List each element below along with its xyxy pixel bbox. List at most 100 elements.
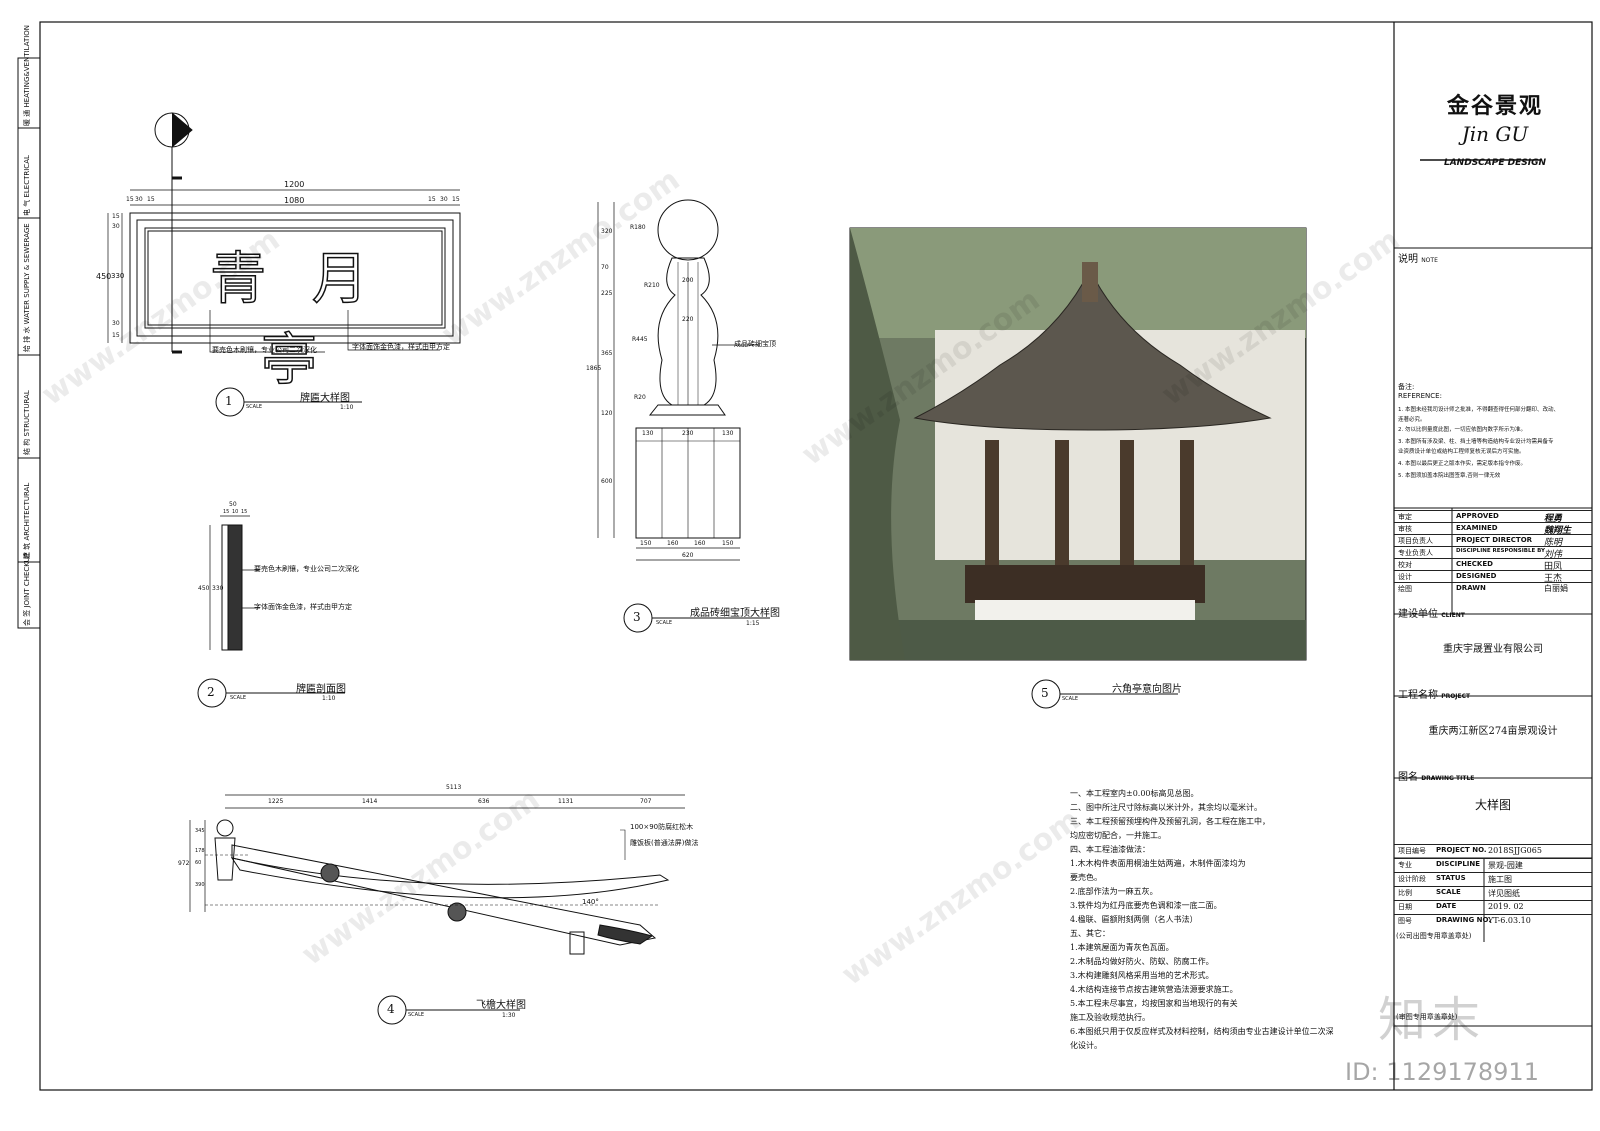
drawing-title-value: 大样图 bbox=[1474, 798, 1511, 812]
d3-dim: 320 bbox=[601, 228, 613, 235]
stamp-note: (公司出图专用章盖章处) bbox=[1396, 932, 1472, 940]
general-note: 四、本工程油漆做法： bbox=[1070, 845, 1150, 854]
reference-line: 连著必究。 bbox=[1398, 417, 1426, 423]
d3-note: 成品砖细宝顶 bbox=[734, 340, 776, 348]
d2-title: 牌匾剖面图 bbox=[296, 684, 346, 695]
d1-dim-height: 450 bbox=[96, 272, 112, 281]
d4-note: 100×90防腐红松木 bbox=[630, 823, 694, 831]
d3-title: 成品砖细宝顶大样图 bbox=[690, 608, 780, 619]
d3-num: 3 bbox=[633, 610, 641, 624]
d1-dim: 15 bbox=[112, 332, 120, 339]
d4-title: 飞檐大样图 bbox=[476, 1000, 526, 1011]
reference-line: 2. 勿以比例量度此图，一切应依图内数字所示为准。 bbox=[1398, 427, 1526, 433]
d2-scale-label: SCALE bbox=[230, 695, 247, 701]
watermark-brand: 知末 bbox=[1378, 992, 1487, 1048]
d2-num: 2 bbox=[207, 685, 215, 699]
d3-dim: 365 bbox=[601, 350, 613, 357]
d1-dim: 15 bbox=[452, 196, 460, 203]
general-note: 3.铁件均为红丹底要売色调和漆一底二面。 bbox=[1070, 901, 1222, 910]
general-note: 施工及验收规范执行。 bbox=[1070, 1013, 1150, 1022]
d1-dim-total: 1200 bbox=[284, 180, 305, 189]
d1-scale: 1:10 bbox=[340, 404, 354, 411]
project-label: 工程名称 PROJECT bbox=[1398, 690, 1471, 701]
d4-note: 雕饭板(普通法屏)做法 bbox=[630, 839, 699, 847]
d1-dim: 15 bbox=[147, 196, 155, 203]
note-label: 说明 NOTE bbox=[1398, 254, 1438, 265]
d2-dim: 15 bbox=[241, 509, 248, 515]
d4-dim-total: 5113 bbox=[446, 784, 462, 791]
d3-width: 150 bbox=[640, 540, 652, 547]
general-note: 2.底部作法为一麻五灰。 bbox=[1070, 887, 1158, 896]
d3-scale-label: SCALE bbox=[656, 620, 673, 626]
general-note: 二、图中所注尺寸除标高以米计外，其余均以毫米计。 bbox=[1070, 803, 1262, 812]
general-note: 均应密切配合，一并施工。 bbox=[1070, 831, 1166, 840]
d4-dim: 178 bbox=[195, 848, 205, 854]
reference-line: 3. 本图所有涉及梁、柱、挡土墙等构造结构专业设计均需具备专 bbox=[1398, 439, 1554, 445]
strip-label: 电 气 ELECTRICAL bbox=[23, 155, 31, 216]
d4-dim: 390 bbox=[195, 882, 205, 888]
d1-dim: 330 bbox=[111, 272, 125, 280]
d3-dim-total: 1865 bbox=[586, 365, 602, 372]
general-note: 1.木木构件表面用桐油生姑两遍，木制件面漆均为 bbox=[1070, 859, 1246, 868]
drawing-title-label: 图名 DRAWING TITLE bbox=[1398, 772, 1475, 783]
d4-scale-label: SCALE bbox=[408, 1012, 425, 1018]
d2-dim: 15 bbox=[223, 509, 230, 515]
d4-angle: 140° bbox=[582, 898, 599, 906]
d3-width: 200 bbox=[682, 277, 694, 284]
d3-width: 130 bbox=[642, 430, 654, 437]
d3-width-total: 620 bbox=[682, 552, 694, 559]
d3-radius: R210 bbox=[644, 282, 660, 289]
d1-dim: 30 bbox=[135, 196, 143, 203]
d1-dim: 30 bbox=[112, 223, 120, 230]
d2-dim: 330 bbox=[212, 585, 224, 592]
d2-dim: 10 bbox=[232, 509, 239, 515]
d1-dim-inner: 1080 bbox=[284, 196, 305, 205]
d4-dim: 707 bbox=[640, 798, 652, 805]
d1-title: 牌匾大样图 bbox=[300, 393, 350, 404]
stamp-bottom: (审图专用章盖章处) bbox=[1396, 1013, 1458, 1021]
d3-radius: R180 bbox=[630, 224, 646, 231]
d3-scale: 1:15 bbox=[746, 620, 760, 627]
d3-width: 160 bbox=[694, 540, 706, 547]
general-note: 6.本图纸只用于仅反应样式及材料控制，结构须由专业古建设计单位二次深 bbox=[1070, 1027, 1334, 1036]
d3-dim: 70 bbox=[601, 264, 609, 271]
project-value: 重庆两江新区274亩景观设计 bbox=[1428, 726, 1558, 737]
d2-dim: 450 bbox=[198, 585, 210, 592]
reference-line: 5. 本图须加盖本院出图签章,否则一律无效 bbox=[1398, 473, 1501, 479]
strip-label: 暖 通 HEATING&VENTILATION bbox=[23, 24, 31, 126]
d1-dim: 15 bbox=[126, 196, 134, 203]
reference-line: 1. 本图未经我司设计师之批准，不得翻查得任何部分翻印、改动、 bbox=[1398, 407, 1559, 413]
d4-dim: 636 bbox=[478, 798, 490, 805]
d3-radius: R20 bbox=[634, 394, 646, 401]
d5-title: 六角亭意向图片 bbox=[1112, 684, 1182, 695]
company-subtitle: LANDSCAPE DESIGN bbox=[1443, 158, 1546, 168]
d3-dim: 600 bbox=[601, 478, 613, 485]
reference-en: REFERENCE: bbox=[1398, 392, 1442, 400]
strip-label: 建 筑 ARCHITECTURAL bbox=[23, 482, 31, 559]
d1-dim: 30 bbox=[112, 320, 120, 327]
strip-label: 会 签 JOINT CHECKUP bbox=[23, 552, 31, 626]
client-value: 重庆宇晟置业有限公司 bbox=[1443, 644, 1543, 655]
company-name-cn: 金谷景观 bbox=[1446, 94, 1543, 119]
client-label: 建设单位 CLIENT bbox=[1398, 609, 1465, 620]
d4-scale: 1:30 bbox=[502, 1012, 516, 1019]
strip-label: 结 构 STRUCTURAL bbox=[23, 390, 31, 455]
general-note: 1.本建筑屋面为青灰色瓦面。 bbox=[1070, 943, 1174, 952]
general-note: 3.木构建雕刻风格采用当地的艺术形式。 bbox=[1070, 971, 1214, 980]
d3-width: 150 bbox=[722, 540, 734, 547]
general-note: 要売色。 bbox=[1070, 873, 1102, 882]
d4-dim: 972 bbox=[178, 860, 190, 867]
